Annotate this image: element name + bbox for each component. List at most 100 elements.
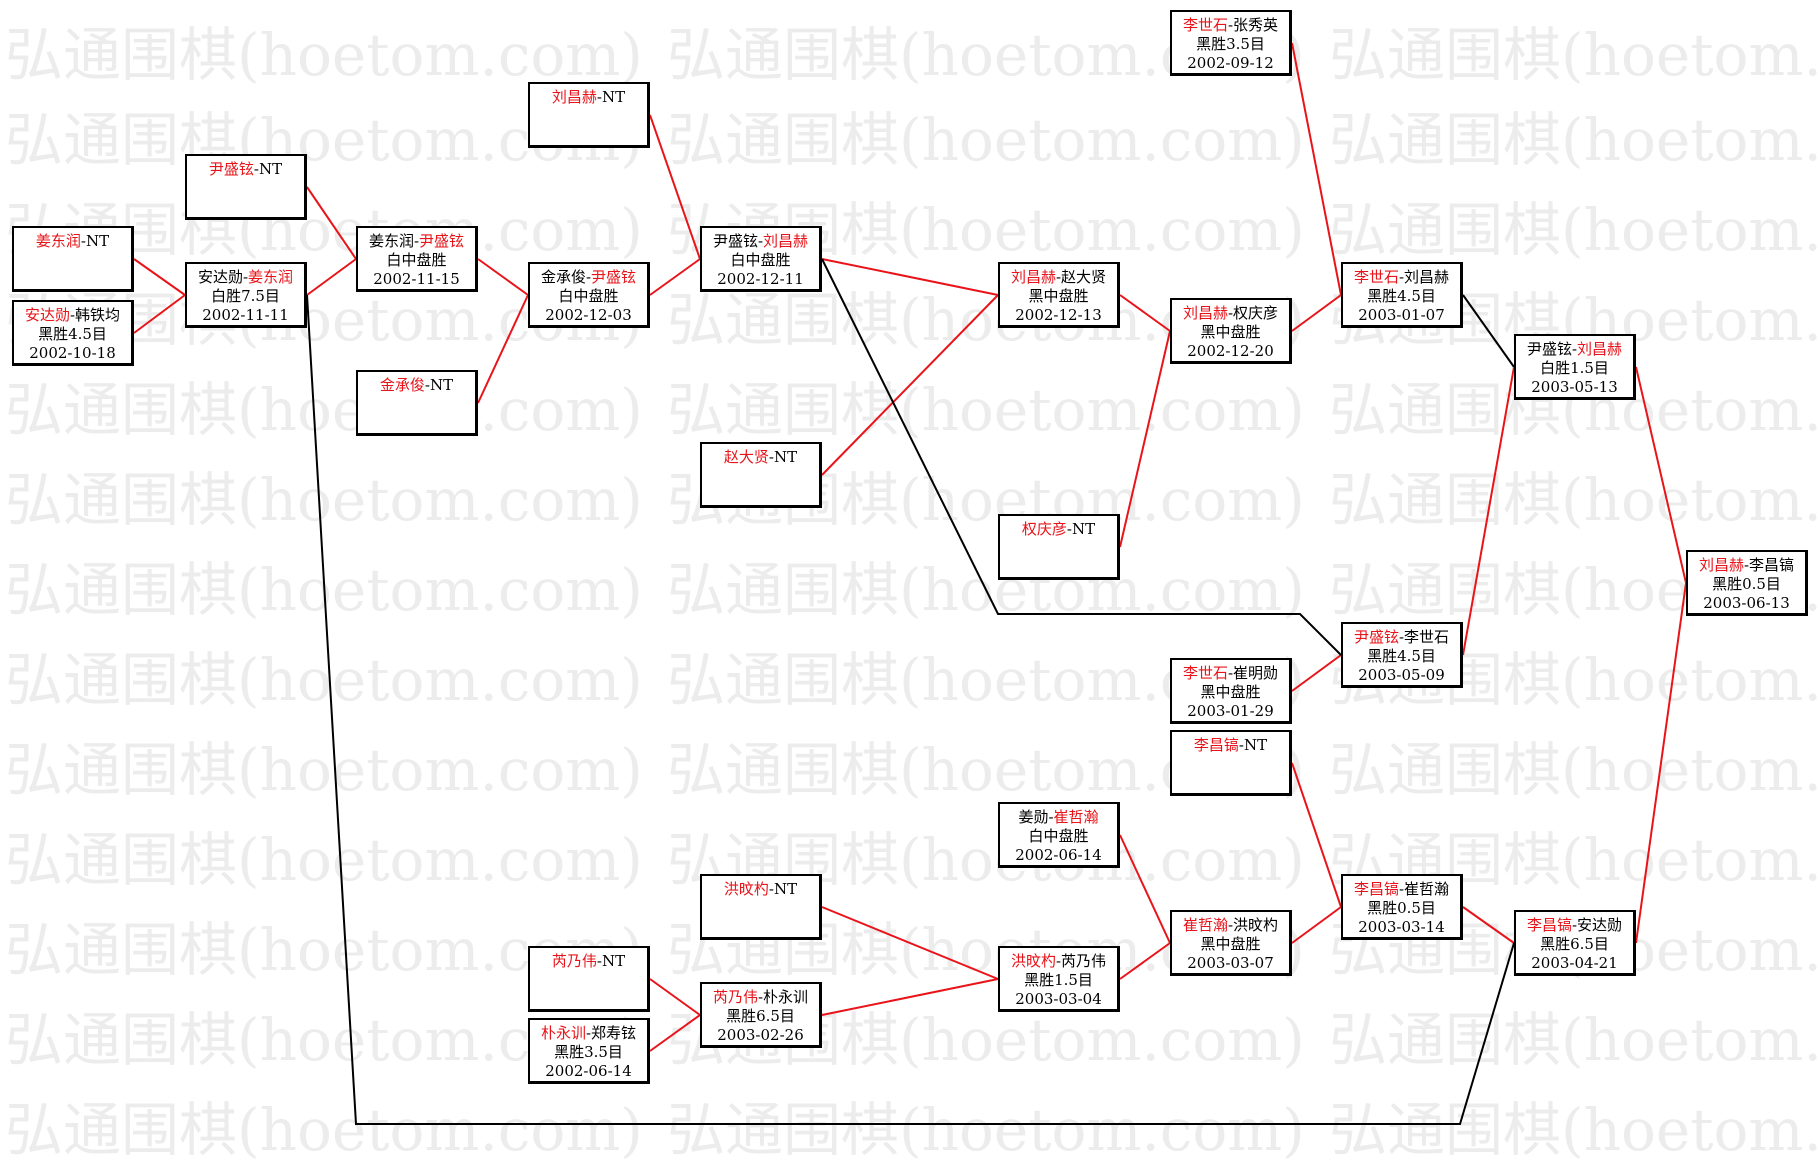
match-result: 黑胜4.5目 [1367,287,1436,305]
connector-line [1291,654,1342,692]
connector-line [649,978,701,1016]
match-node: 金承俊-NT [356,370,478,436]
match-date: 2002-06-14 [545,1062,632,1080]
player-name: 赵大贤 [723,448,769,466]
player-name: NT [1071,520,1096,538]
match-node: 权庆彦-NT [998,514,1120,580]
player-name: 姜东润 [368,232,414,250]
player-separator: - [768,880,774,898]
match-result: 黑胜6.5目 [726,1007,795,1025]
match-node: 赵大贤-NT [700,442,822,508]
match-players: 金承俊-尹盛铉 [530,268,647,287]
match-result: 白胜1.5目 [1540,359,1609,377]
player-name: 郑寿铉 [591,1024,637,1042]
match-result: 黑胜0.5目 [1367,899,1436,917]
match-players: 朴永训-郑寿铉 [530,1024,647,1043]
player-name: 洪旼杓 [1233,916,1279,934]
match-date: 2002-12-13 [1015,306,1102,324]
match-result: 黑胜6.5目 [1540,935,1609,953]
match-date: 2003-05-13 [1531,378,1618,396]
match-players: 尹盛铉-NT [187,160,304,179]
player-name: 洪旼杓 [1010,952,1056,970]
player-separator: - [1227,664,1234,682]
player-name: 李世石 [1353,268,1399,286]
match-players: 刘昌赫-赵大贤 [1000,268,1117,287]
player-name: 金承俊 [379,376,425,394]
match-players: 李世石-崔明勋 [1172,664,1289,683]
player-separator: - [1048,808,1054,826]
match-result: 黑胜4.5目 [1367,647,1436,665]
connector-line [1462,366,1515,656]
match-node: 洪旼杓-NT [700,874,822,940]
match-result: 黑胜3.5目 [554,1043,623,1061]
match-players: 安达勋-姜东润 [187,268,304,287]
connector-line [306,258,357,296]
match-players: 姜勋-崔哲瀚 [1000,808,1117,827]
player-name: NT [258,160,283,178]
player-separator: - [585,268,592,286]
match-date: 2003-02-26 [717,1026,804,1044]
connector-line [1119,942,1171,980]
connector-line [1291,762,1342,908]
match-players: 赵大贤-NT [702,448,819,467]
connector-line [477,258,529,296]
match-date: 2002-12-20 [1187,342,1274,360]
match-players: 李昌镐-NT [1172,736,1289,755]
match-result: 黑中盘胜 [1200,935,1261,953]
player-separator: - [596,88,602,106]
player-separator: - [80,232,86,250]
player-separator: - [1066,520,1072,538]
player-separator: - [1238,736,1244,754]
match-date: 2003-03-14 [1358,918,1445,936]
player-separator: - [242,268,249,286]
match-players: 李世石-张秀英 [1172,16,1289,35]
connector-line [1462,906,1515,944]
player-name: 姜勋 [1018,808,1049,826]
match-players: 李世石-刘昌赫 [1343,268,1460,287]
player-name: 尹盛铉 [1353,628,1399,646]
match-node: 李昌镐-NT [1170,730,1292,796]
player-separator: - [1398,880,1405,898]
player-name: 李昌镐 [1193,736,1239,754]
player-separator: - [757,988,764,1006]
match-result: 白中盘胜 [730,251,791,269]
player-separator: - [585,1024,592,1042]
connector-line [1635,366,1687,584]
match-result: 白中盘胜 [386,251,447,269]
player-name: 李世石 [1182,664,1228,682]
player-name: 权庆彦 [1233,304,1279,322]
player-name: 韩铁均 [75,306,121,324]
match-result: 黑中盘胜 [1200,683,1261,701]
player-name: 朴永训 [763,988,809,1006]
player-separator: - [69,306,76,324]
match-result: 白中盘胜 [1028,827,1089,845]
match-date: 2002-12-03 [545,306,632,324]
connector-line [477,294,529,404]
player-name: 朴永训 [540,1024,586,1042]
player-name: 李昌镐 [1749,556,1795,574]
connector-line [821,258,1342,656]
connector-line [821,258,999,296]
player-name: 刘昌赫 [763,232,809,250]
match-result: 黑胜4.5目 [38,325,107,343]
match-date: 2003-01-07 [1358,306,1445,324]
match-result: 黑中盘胜 [1200,323,1261,341]
player-name: 姜东润 [248,268,294,286]
match-date: 2003-03-07 [1187,954,1274,972]
match-date: 2003-01-29 [1187,702,1274,720]
player-separator: - [1571,340,1578,358]
player-name: 芮乃伟 [1061,952,1107,970]
match-date: 2003-05-09 [1358,666,1445,684]
player-name: 李世石 [1404,628,1450,646]
player-name: 尹盛铉 [712,232,758,250]
